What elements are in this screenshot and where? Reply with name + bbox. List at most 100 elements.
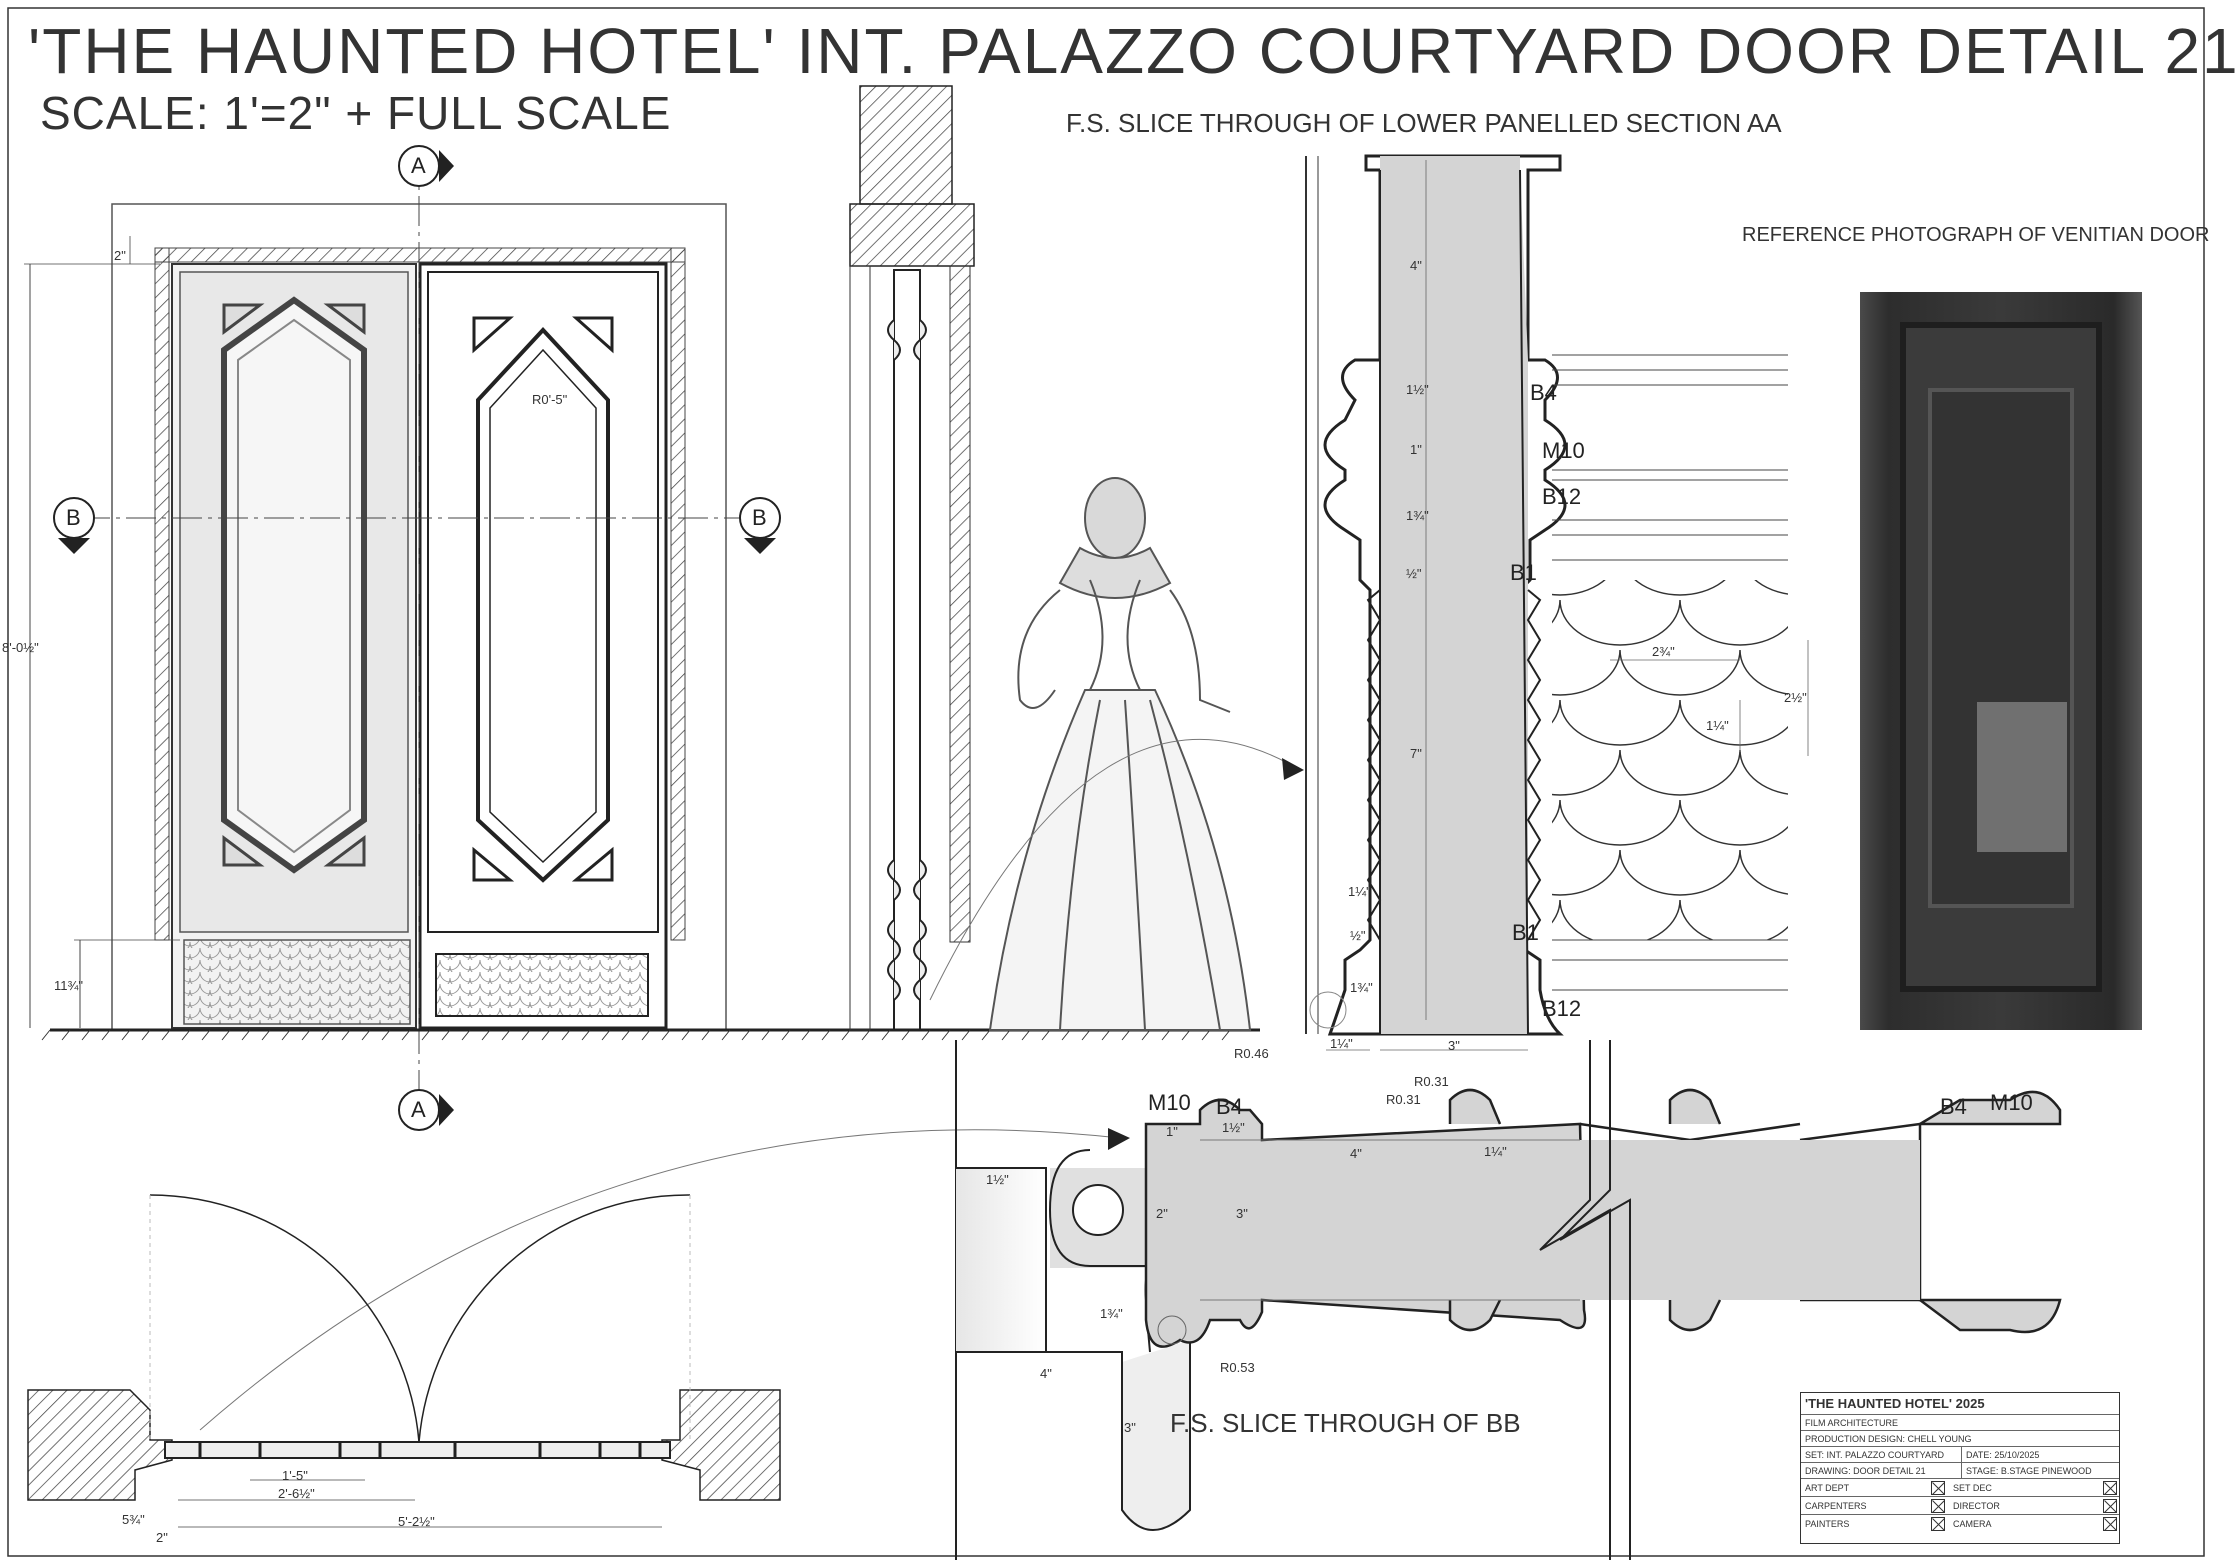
- dim-aa-4: ½": [1406, 566, 1422, 581]
- dim-bb-7: 1½": [986, 1172, 1009, 1187]
- reference-photo-door: [1900, 322, 2102, 992]
- dim-plan-4: 5¾": [122, 1512, 145, 1527]
- checkbox-icon: [2103, 1517, 2117, 1531]
- drawing-scale: SCALE: 1'=2" + FULL SCALE: [40, 87, 672, 139]
- dim-bb-3: 4": [1350, 1146, 1362, 1161]
- checkbox-icon: [1931, 1517, 1945, 1531]
- label-aa-m10: M10: [1542, 438, 1585, 463]
- title-block-drawing: DRAWING: DOOR DETAIL 21: [1805, 1466, 1926, 1476]
- label-bb-b4-left: B4: [1216, 1094, 1243, 1119]
- dim-aa-7: 1¾": [1350, 980, 1373, 995]
- section-marker-b-right: [739, 497, 781, 554]
- section-marker-a-bottom: [398, 1089, 454, 1131]
- dim-aa-bottom-right: 3": [1448, 1038, 1460, 1053]
- title-block-date: DATE: 25/10/2025: [1961, 1447, 2039, 1463]
- caption-reference-photo: REFERENCE PHOTOGRAPH OF VENITIAN DOOR: [1742, 224, 2210, 246]
- label-aa-b4: B4: [1530, 380, 1557, 405]
- title-block-row-3: PAINTERS CAMERA: [1801, 1515, 2119, 1533]
- label-bb-m10-right: M10: [1990, 1090, 2033, 1115]
- label-bb-b4-right: B4: [1940, 1094, 1967, 1119]
- title-block: 'THE HAUNTED HOTEL' 2025 FILM ARCHITECTU…: [1800, 1392, 2120, 1544]
- title-block-stage: STAGE: B.STAGE PINEWOOD: [1961, 1463, 2092, 1479]
- door-elevation: [24, 150, 1260, 1110]
- checkbox-icon: [1931, 1481, 1945, 1495]
- dim-bb-10: 3": [1124, 1420, 1136, 1435]
- dim-plan-1: 1'-5": [282, 1468, 308, 1483]
- label-aa-r046: R0.46: [1234, 1046, 1269, 1061]
- section-marker-a-bottom-label: A: [411, 1097, 426, 1122]
- label-aa-b1-bottom: B1: [1512, 920, 1539, 945]
- leader-aa: [929, 738, 1301, 1001]
- section-marker-b-right-label: B: [752, 505, 767, 530]
- section-aa-full-scale: [1305, 154, 1809, 1051]
- title-block-cell-right: CAMERA: [1953, 1519, 1992, 1529]
- title-block-cell-left: PAINTERS: [1805, 1519, 1850, 1529]
- label-bb-m10-left: M10: [1148, 1090, 1191, 1115]
- section-marker-a-top-label: A: [411, 153, 426, 178]
- caption-section-aa: F.S. SLICE THROUGH OF LOWER PANELLED SEC…: [1066, 108, 1782, 138]
- label-aa-b12: B12: [1542, 484, 1582, 509]
- checkbox-icon: [2103, 1499, 2117, 1513]
- label-aa-b1-top: B1: [1510, 560, 1537, 585]
- sheet-border: [7, 7, 2205, 1557]
- label-aa-b12-bottom: B12: [1542, 996, 1582, 1021]
- dim-aa-5: 1¼": [1348, 884, 1371, 899]
- section-marker-a-top: [398, 145, 454, 187]
- leader-bb: [199, 1129, 1121, 1431]
- dim-bb-1: 1": [1166, 1124, 1178, 1139]
- section-marker-b-left: [53, 497, 95, 554]
- dim-bb-8: 1¾": [1100, 1306, 1123, 1321]
- label-bb-r053: R0.53: [1220, 1360, 1255, 1375]
- drawing-title: 'THE HAUNTED HOTEL' INT. PALAZZO COURTYA…: [28, 15, 2240, 87]
- dim-plan-5: 2": [156, 1530, 168, 1545]
- title-block-cell-right: DIRECTOR: [1953, 1501, 2000, 1511]
- title-block-set: SET: INT. PALAZZO COURTYARD: [1805, 1450, 1945, 1460]
- title-block-row-1: ART DEPT SET DEC: [1801, 1479, 2119, 1497]
- dim-aa-scale-height: 2½": [1784, 690, 1807, 705]
- title-block-set-row: SET: INT. PALAZZO COURTYARD DATE: 25/10/…: [1801, 1447, 2119, 1463]
- title-block-cell-left: CARPENTERS: [1805, 1501, 1867, 1511]
- title-block-dept: FILM ARCHITECTURE: [1801, 1415, 2119, 1431]
- checkbox-icon: [1931, 1499, 1945, 1513]
- title-block-designer: PRODUCTION DESIGN: CHELL YOUNG: [1801, 1431, 2119, 1447]
- dim-aa-scale-radius: 1¼": [1706, 718, 1729, 733]
- reference-photo: [1860, 292, 2142, 1030]
- scale-figure: [988, 477, 1252, 1031]
- label-bb-r031-bottom: R0.31: [1386, 1092, 1421, 1107]
- dim-top-gap: 2": [114, 248, 126, 263]
- title-block-project: 'THE HAUNTED HOTEL' 2025: [1801, 1393, 2119, 1415]
- dim-bb-5: 2": [1156, 1206, 1168, 1221]
- dim-arch-radius: R0'-5": [532, 392, 568, 407]
- dim-aa-2: 1": [1410, 442, 1422, 457]
- dim-bb-4: 1¼": [1484, 1144, 1507, 1159]
- title-block-cell-left: ART DEPT: [1805, 1483, 1850, 1493]
- dim-bb-9: 4": [1040, 1366, 1052, 1381]
- reference-photo-patch: [1977, 702, 2067, 852]
- dim-aa-3: 1¾": [1406, 508, 1429, 523]
- dim-aa-bottom-left: 1¼": [1330, 1036, 1353, 1051]
- dim-bb-6: 3": [1236, 1206, 1248, 1221]
- side-section-aa: [849, 85, 975, 1031]
- dim-aa-6: ½": [1350, 928, 1366, 943]
- dim-aa-scale-width: 2¾": [1652, 644, 1675, 659]
- caption-section-bb: F.S. SLICE THROUGH OF BB: [1170, 1408, 1521, 1438]
- title-block-cell-right: SET DEC: [1953, 1483, 1992, 1493]
- dim-bb-2: 1½": [1222, 1120, 1245, 1135]
- checkbox-icon: [2103, 1481, 2117, 1495]
- dim-aa-mid: 7": [1410, 746, 1422, 761]
- door-plan: [27, 1194, 781, 1528]
- section-marker-b-left-label: B: [66, 505, 81, 530]
- dim-aa-top: 4": [1410, 258, 1422, 273]
- section-bb-full-scale: [955, 1040, 2062, 1560]
- dim-plan-2: 2'-6½": [278, 1486, 315, 1501]
- dim-plan-3: 5'-2½": [398, 1514, 435, 1529]
- dim-door-height: 8'-0½": [2, 640, 39, 655]
- dim-aa-1: 1½": [1406, 382, 1429, 397]
- title-block-drawing-row: DRAWING: DOOR DETAIL 21 STAGE: B.STAGE P…: [1801, 1463, 2119, 1479]
- reference-photo-panel: [1928, 388, 2074, 908]
- label-bb-r031-top: R0.31: [1414, 1074, 1449, 1089]
- dim-base-height: 11¾": [54, 978, 83, 993]
- title-block-row-2: CARPENTERS DIRECTOR: [1801, 1497, 2119, 1515]
